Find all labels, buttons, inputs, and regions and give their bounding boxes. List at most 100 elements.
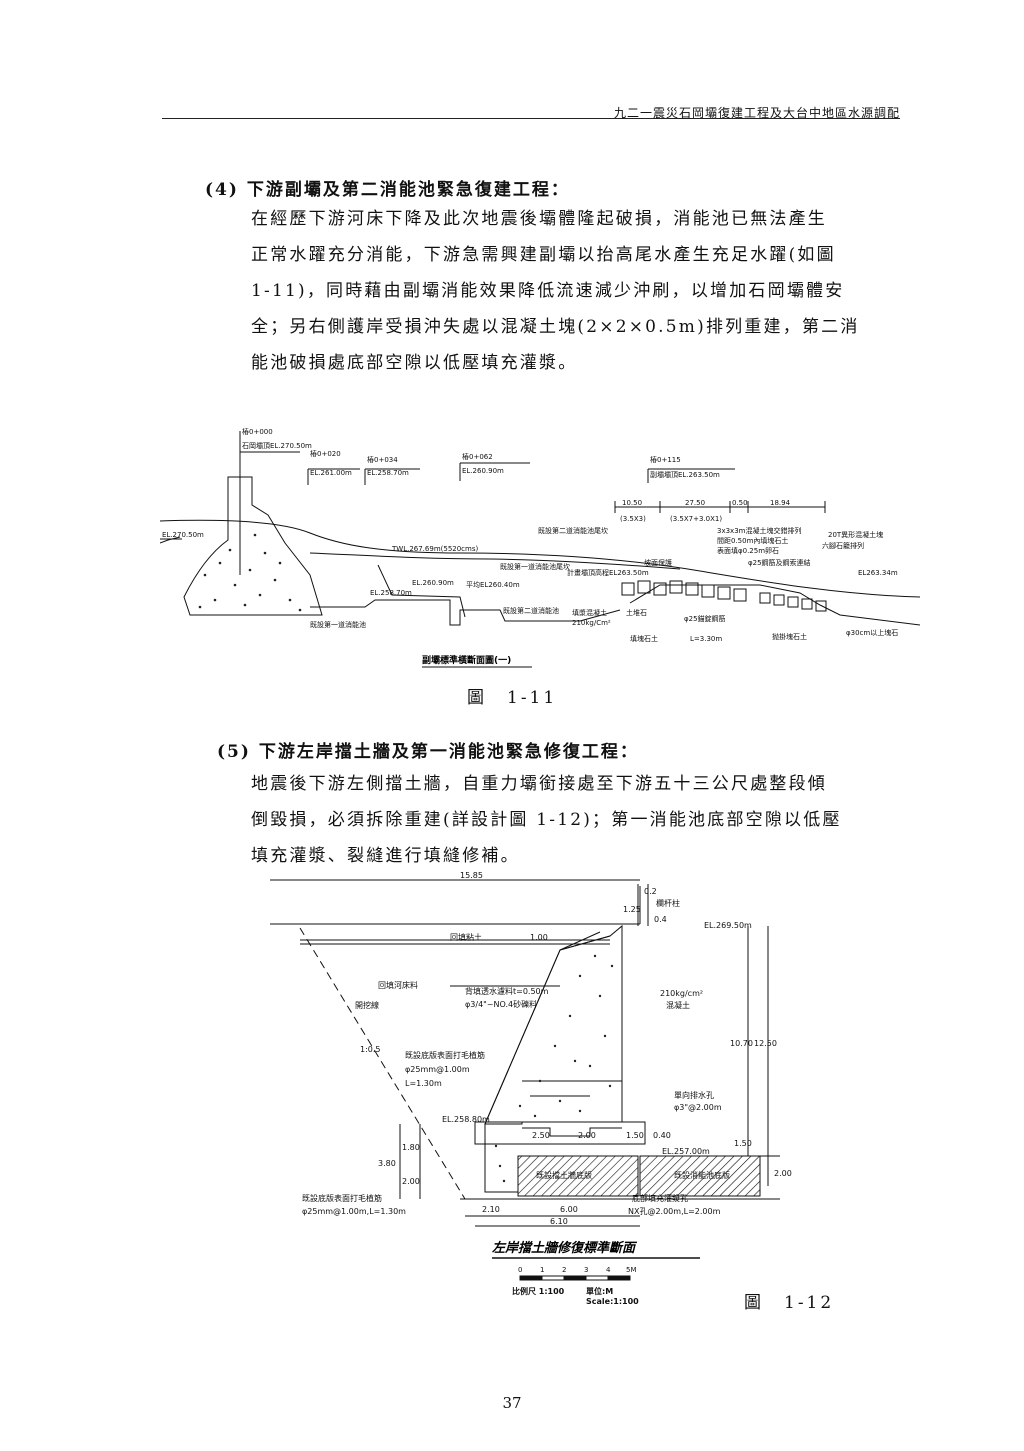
blocks-label-1: 3x3x3m混凝土塊交錯排列 bbox=[717, 526, 801, 535]
section-5-heading: (5) 下游左岸擋土牆及第一消能池緊急修復工程： bbox=[217, 742, 639, 762]
rebar-label: φ25鋼筋及鋼索連結 bbox=[748, 558, 811, 567]
dim-sub-1: (3.5X7+3.0X1) bbox=[670, 515, 722, 523]
dim-600: 6.00 bbox=[560, 1205, 578, 1214]
el-top-label: EL.269.50m bbox=[704, 921, 752, 930]
section-4-heading: (4) 下游副壩及第二消能池緊急復建工程： bbox=[205, 180, 570, 200]
dim-150: 1.50 bbox=[626, 1131, 644, 1140]
tetra-label-2: 六腳石籠排列 bbox=[822, 541, 864, 550]
grout-label-2: NX孔@2.00m,L=2.00m bbox=[628, 1207, 721, 1216]
scale-label: 比例尺 1:100 bbox=[512, 1286, 565, 1296]
figure-1-12-drawing: 15.85 0.2 欄杆柱 1.25 0.4 EL.269.50m 回填粘土 1… bbox=[270, 871, 792, 1306]
rough-label-2: φ25mm@1.00m bbox=[405, 1065, 470, 1074]
station-3-name: 樁0+062 bbox=[462, 452, 493, 461]
strength-label: 210kg/Cm² bbox=[572, 619, 611, 627]
scale-tick-3: 3 bbox=[584, 1266, 588, 1274]
rebar-anchor-label: φ25錨錠鋼筋 bbox=[684, 614, 726, 623]
rough-bottom-label-2: φ25mm@1.00m,L=1.30m bbox=[302, 1207, 406, 1216]
river-bed-label: 回填河床料 bbox=[378, 980, 418, 990]
drainage-label-1: 背填透水濾料t=0.50m bbox=[465, 986, 549, 996]
boulder-label: φ30cm以上塊石 bbox=[846, 628, 898, 637]
avg-el-label: 平均EL260.40m bbox=[466, 580, 520, 589]
para-line: 正常水躍充分消能，下游急需興建副壩以抬高尾水產生充足水躍(如圖 bbox=[251, 245, 836, 265]
scale-en-label: Scale:1:100 bbox=[586, 1297, 639, 1306]
existing-pool-label: 既設消能池底版 bbox=[674, 1170, 730, 1180]
scale-tick-1: 1 bbox=[540, 1266, 544, 1274]
drainage-label-2: φ3/4"~NO.4砂礫料 bbox=[465, 999, 537, 1009]
dim-top-3: 18.94 bbox=[770, 499, 791, 507]
station-2-elev: EL.258.70m bbox=[367, 469, 409, 477]
tetra-label-1: 20T異形混凝土塊 bbox=[828, 530, 883, 539]
blocks-label-3: 表面填φ0.25m卵石 bbox=[717, 546, 779, 555]
dim-200: 2.00 bbox=[578, 1131, 596, 1140]
dim-180: 1.80 bbox=[402, 1143, 420, 1152]
first-pool-label: 既設第一道消能池 bbox=[310, 620, 366, 629]
station-4-elev: 副壩壩頂EL.263.50m bbox=[650, 470, 720, 479]
figure-1-11-drawing: 樁0+000 石岡壩頂EL.270.50m 樁0+020 EL.261.00m … bbox=[160, 427, 920, 668]
para-line: 1-11)，同時藉由副壩消能效果降低流速減少沖刷，以增加石岡壩體安 bbox=[251, 281, 845, 301]
second-pool-label: 既設第二道消能池 bbox=[503, 606, 559, 615]
first-pool-tail-label: 既設第一道消能池尾坎 bbox=[500, 562, 570, 571]
figure-1-11-caption: 圖 1-11 bbox=[467, 688, 558, 708]
railing-label: 欄杆柱 bbox=[656, 898, 680, 908]
station-1-elev: EL.261.00m bbox=[310, 469, 352, 477]
dim-200b: 2.00 bbox=[402, 1177, 420, 1186]
dim-02: 0.2 bbox=[644, 887, 657, 896]
para-line: 在經歷下游河床下降及此次地震後壩體隆起破損，消能池已無法產生 bbox=[251, 209, 827, 229]
strength-label: 210kg/cm² bbox=[660, 989, 703, 998]
figure-1-12-caption: 圖 1-12 bbox=[744, 1293, 835, 1313]
twl-label: TWL.267.69m(5520cms) bbox=[391, 545, 478, 553]
total-width-dim: 15.85 bbox=[460, 871, 483, 880]
dim-1250: 12.50 bbox=[754, 1039, 777, 1048]
scale-tick-0: 0 bbox=[518, 1266, 522, 1274]
el-2587-label: EL.258.70m bbox=[370, 589, 412, 597]
rough-label-3: L=1.30m bbox=[405, 1079, 442, 1088]
unit-label: 單位:M bbox=[586, 1286, 613, 1296]
dim-sub-0: (3.5X3) bbox=[620, 515, 646, 523]
dim-610: 6.10 bbox=[550, 1217, 568, 1226]
fig-1-12-drawing-title: 左岸擋土牆修復標準斷面 bbox=[492, 1240, 638, 1256]
station-0-elev: 石岡壩頂EL.270.50m bbox=[242, 441, 312, 450]
dim-top-2: 0.50 bbox=[732, 499, 748, 507]
blocks-label-2: 間距0.50m內填塊石土 bbox=[717, 536, 788, 545]
section-4-paragraph: 在經歷下游河床下降及此次地震後壩體隆起破損，消能池已無法產生 正常水躍充分消能，… bbox=[251, 201, 901, 381]
dim-top-0: 10.50 bbox=[622, 499, 642, 507]
el-bottom-label: EL.257.00m bbox=[662, 1147, 710, 1156]
dim-04: 0.4 bbox=[654, 915, 667, 924]
drain-hole-label-1: 單向排水孔 bbox=[674, 1090, 714, 1100]
dim-125: 1.25 bbox=[623, 905, 641, 914]
page-number: 37 bbox=[502, 1394, 522, 1412]
slope-label: 1:0.5 bbox=[360, 1045, 381, 1054]
para-line: 地震後下游左側擋土牆，自重力壩銜接處至下游五十三公尺處整段傾 bbox=[251, 774, 827, 794]
station-2-name: 樁0+034 bbox=[367, 455, 398, 464]
plan-crest-label: 計畫壩頂高程EL263.50m bbox=[567, 568, 649, 577]
dim-cap: 1.00 bbox=[530, 933, 548, 942]
section-5-paragraph: 地震後下游左側擋土牆，自重力壩銜接處至下游五十三公尺處整段傾 倒毀損，必須拆除重… bbox=[251, 766, 901, 874]
para-line: 倒毀損，必須拆除重建(詳設計圖 1-12)；第一消能池底部空隙以低壓 bbox=[251, 810, 842, 830]
concrete-label: 混凝土 bbox=[666, 1000, 690, 1010]
grout-label-1: 底部填充灌漿孔 bbox=[632, 1193, 688, 1203]
rough-bottom-label-1: 既設底版表面打毛植筋 bbox=[302, 1193, 382, 1203]
scale-tick-4: 4 bbox=[606, 1266, 611, 1274]
el-right-label: EL263.34m bbox=[858, 569, 898, 577]
dim-380: 3.80 bbox=[378, 1159, 396, 1168]
rockfill-label: 填塊石土 bbox=[630, 634, 658, 643]
riprap-label: 抛掛塊石土 bbox=[772, 632, 807, 641]
header-rule bbox=[162, 118, 900, 119]
station-1-name: 樁0+020 bbox=[310, 449, 341, 458]
dim-150v: 1.50 bbox=[734, 1139, 752, 1148]
mound-label: 土堆石 bbox=[626, 608, 647, 617]
drain-hole-label-2: φ3"@2.00m bbox=[674, 1103, 722, 1112]
station-3-elev: EL.260.90m bbox=[462, 467, 504, 475]
dim-1070: 10.70 bbox=[730, 1039, 753, 1048]
length-label: L=3.30m bbox=[690, 635, 722, 643]
para-line: 能池破損處底部空隙以低壓填充灌漿。 bbox=[251, 353, 578, 373]
running-header: 九二一震災石岡壩復建工程及大台中地區水源調配 bbox=[613, 106, 900, 120]
dim-200v: 2.00 bbox=[774, 1169, 792, 1178]
fig-1-11-drawing-title: 副壩標準橫斷面圖(一) bbox=[422, 654, 511, 666]
dim-top-1: 27.50 bbox=[685, 499, 705, 507]
station-4-name: 樁0+115 bbox=[650, 455, 681, 464]
second-pool-tail-label: 既設第二道消能池尾坎 bbox=[538, 526, 608, 535]
slope-protect-label: 坡面保護 bbox=[644, 558, 672, 567]
scale-tick-2: 2 bbox=[562, 1266, 566, 1274]
backfill-cap-label: 回填粘土 bbox=[450, 932, 482, 942]
